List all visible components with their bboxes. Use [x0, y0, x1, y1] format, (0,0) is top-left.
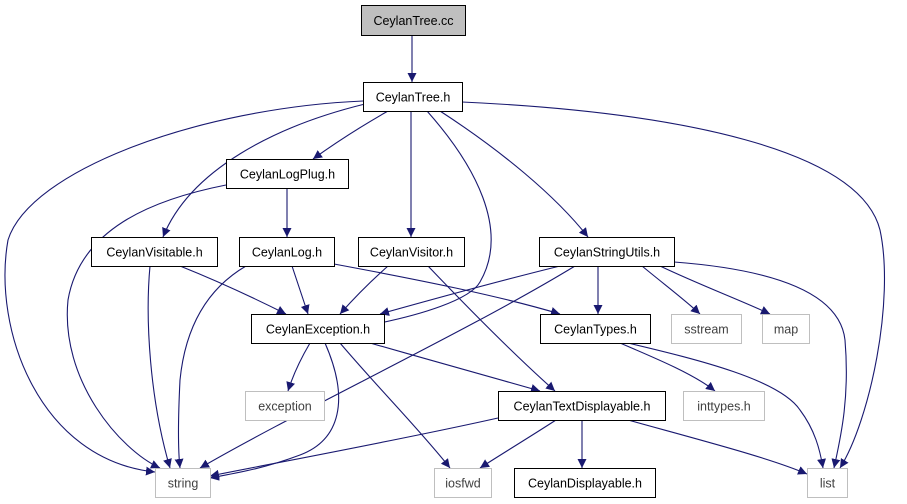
node-box: [671, 314, 742, 344]
node-box: [358, 237, 465, 267]
node-box: [540, 314, 651, 344]
edge-visitable-to-string: [147, 265, 172, 469]
edge-tree_h-to-visitable: [162, 103, 366, 238]
node-box: [683, 391, 765, 421]
node-label: string: [168, 477, 199, 491]
edge-textdisplayable-to-list: [627, 419, 808, 475]
node-iosfwd: iosfwd: [434, 468, 492, 498]
node-logplug[interactable]: CeylanLogPlug.h: [226, 159, 349, 189]
edge-exception_h-to-exception: [286, 342, 311, 392]
edge-stringutils-to-sstream: [641, 265, 701, 315]
edge-textdisplayable-to-string: [209, 417, 499, 479]
nodes-layer: CeylanTree.ccCeylanTree.hCeylanLogPlug.h…: [91, 5, 848, 498]
node-tree_cc[interactable]: CeylanTree.cc: [361, 5, 466, 36]
edge-tree_h-to-logplug: [312, 110, 389, 160]
node-label: CeylanTree.cc: [373, 14, 453, 28]
node-textdisplayable[interactable]: CeylanTextDisplayable.h: [498, 391, 666, 421]
node-label: CeylanTextDisplayable.h: [514, 400, 651, 414]
edge-stringutils-to-string: [199, 265, 576, 469]
edge-tree_h-to-stringutils: [439, 110, 589, 238]
edge-textdisplayable-to-iosfwd: [479, 419, 557, 469]
edge-tree_h-to-list: [461, 101, 885, 469]
node-box: [226, 159, 349, 189]
node-stringutils[interactable]: CeylanStringUtils.h: [539, 237, 675, 267]
node-displayable[interactable]: CeylanDisplayable.h: [514, 468, 656, 498]
node-sstream: sstream: [671, 314, 742, 344]
edge-stringutils-to-exception_h: [379, 265, 561, 316]
node-inttypes: inttypes.h: [683, 391, 765, 421]
node-label: CeylanLog.h: [252, 246, 322, 260]
edge-visitor-to-exception_h: [339, 265, 389, 315]
node-exception: exception: [245, 391, 325, 421]
edge-tree_h-to-string: [4, 100, 364, 476]
node-label: CeylanDisplayable.h: [528, 477, 642, 491]
node-label: CeylanTree.h: [376, 91, 451, 105]
edge-stringutils-to-map: [659, 265, 771, 315]
node-box: [363, 82, 463, 112]
node-box: [498, 391, 666, 421]
node-exception_h[interactable]: CeylanException.h: [251, 314, 385, 344]
edges-layer: [4, 35, 885, 481]
node-box: [361, 5, 466, 36]
edge-exception_h-to-textdisplayable: [369, 342, 541, 393]
node-label: inttypes.h: [697, 400, 751, 414]
node-label: CeylanVisitable.h: [106, 246, 202, 260]
edge-types-to-list: [627, 342, 826, 469]
node-label: list: [820, 477, 836, 491]
node-label: CeylanStringUtils.h: [554, 246, 660, 260]
edge-stringutils-to-list: [673, 261, 847, 469]
node-visitable[interactable]: CeylanVisitable.h: [91, 237, 218, 267]
node-box: [155, 468, 211, 498]
node-log[interactable]: CeylanLog.h: [239, 237, 335, 267]
node-string: string: [155, 468, 211, 498]
node-box: [91, 237, 218, 267]
node-label: CeylanLogPlug.h: [240, 168, 335, 182]
edge-tree_h-to-exception_h: [374, 110, 492, 327]
node-list: list: [807, 468, 848, 498]
node-label: map: [774, 323, 798, 337]
node-tree_h[interactable]: CeylanTree.h: [363, 82, 463, 112]
edge-visitor-to-textdisplayable: [427, 265, 556, 392]
node-label: CeylanTypes.h: [554, 323, 637, 337]
node-label: CeylanVisitor.h: [370, 246, 453, 260]
edge-log-to-string: [174, 265, 247, 469]
edge-exception_h-to-string: [209, 342, 340, 481]
node-box: [245, 391, 325, 421]
edge-exception_h-to-iosfwd: [339, 342, 451, 469]
node-box: [251, 314, 385, 344]
edge-visitable-to-exception_h: [179, 265, 287, 315]
edge-log-to-types: [333, 263, 561, 316]
node-box: [807, 468, 848, 498]
edge-types-to-inttypes: [619, 342, 716, 392]
edge-log-to-exception_h: [291, 265, 310, 315]
node-box: [539, 237, 675, 267]
node-box: [434, 468, 492, 498]
node-types[interactable]: CeylanTypes.h: [540, 314, 651, 344]
node-label: CeylanException.h: [266, 323, 370, 337]
node-map: map: [762, 314, 810, 344]
node-label: iosfwd: [445, 477, 480, 491]
node-label: exception: [258, 400, 312, 414]
node-box: [762, 314, 810, 344]
node-box: [239, 237, 335, 267]
node-box: [514, 468, 656, 498]
node-visitor[interactable]: CeylanVisitor.h: [358, 237, 465, 267]
node-label: sstream: [684, 323, 728, 337]
edge-logplug-to-string: [66, 184, 227, 469]
